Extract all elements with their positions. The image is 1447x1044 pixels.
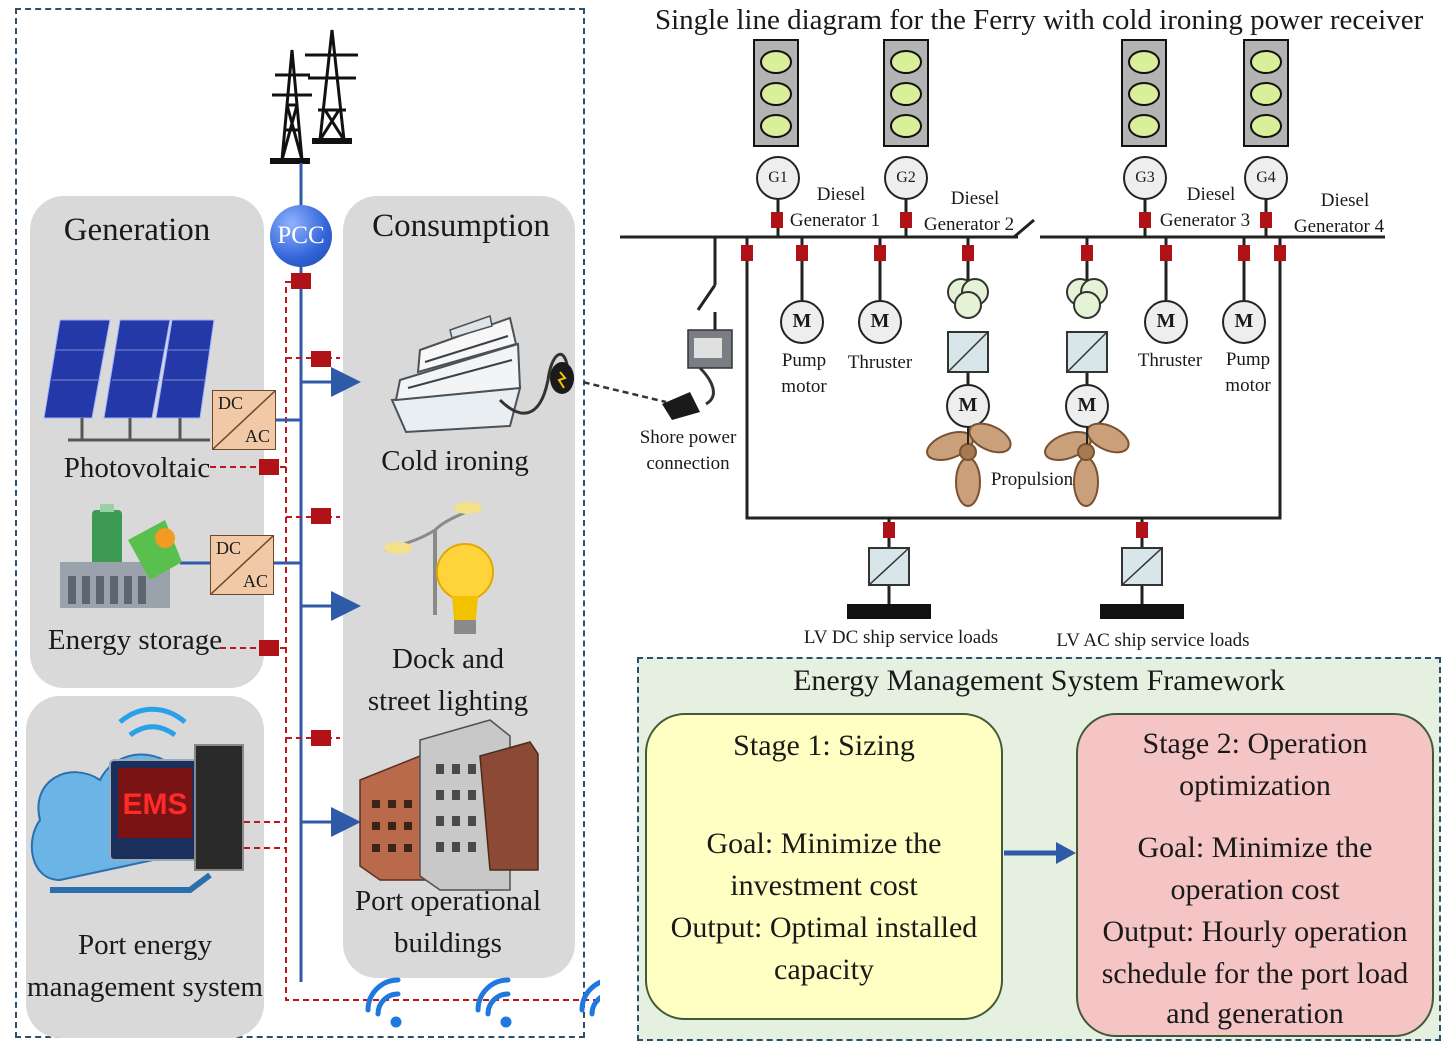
motor-symbol: M (958, 394, 978, 416)
stage-2-box: Stage 2: Operation optimization Goal: Mi… (1076, 713, 1434, 1037)
propeller-icon (926, 422, 1130, 507)
stage-1-box: Stage 1: Sizing Goal: Minimize the inves… (645, 713, 1003, 1020)
shore-power-label: Shore power connection (632, 425, 744, 477)
generator-1-line2: Generator 1 (789, 210, 881, 231)
ems-label-line2: management system (27, 971, 263, 1003)
cold-ironing-label: Cold ironing (381, 445, 529, 477)
port-buildings-icon (359, 719, 539, 891)
energy-storage-label: Energy storage (47, 624, 223, 656)
converter-dc-label: DC (218, 393, 244, 413)
ems-label-line1: Port energy (78, 929, 212, 961)
pump-motor-label-right: Pump motor (1216, 347, 1280, 399)
stage-1-line: capacity (774, 953, 874, 986)
ferry-diagram-title: Single line diagram for the Ferry with c… (655, 4, 1424, 36)
stage-2-line: Goal: Minimize the (1137, 831, 1373, 864)
generator-symbol-g2: G2 (896, 169, 916, 186)
ems-computer-icon (30, 706, 244, 893)
pcc-node: PCC (270, 205, 332, 267)
port-wiring (30, 29, 600, 1028)
wifi-icon (365, 977, 600, 1028)
transformer-icon (947, 278, 1108, 319)
battery-storage-icon (60, 504, 182, 608)
generator-3-line2: Generator 3 (1159, 210, 1251, 231)
pump-motor-line2: motor (1225, 375, 1271, 396)
generator-2-line1: Diesel (950, 188, 1000, 209)
stage-1-title: Stage 1: Sizing (733, 729, 915, 762)
pump-motor-line2: motor (781, 376, 827, 397)
lv-dc-loads-label: LV DC ship service loads (803, 627, 999, 648)
pv-converter: DC AC (212, 390, 276, 450)
stage-2-line: Output: Hourly operation (1102, 915, 1408, 948)
ferry-single-line-diagram (580, 39, 1385, 619)
generator-2-line2: Generator 2 (923, 214, 1015, 235)
generator-symbol-g4: G4 (1256, 169, 1276, 186)
generator-4-line1: Diesel (1320, 190, 1370, 211)
generator-4-line2: Generator 4 (1293, 216, 1385, 237)
stage-2-title-line2: optimization (1179, 769, 1331, 802)
shore-power-line1: Shore power (639, 427, 737, 448)
solar-panel-icon (43, 319, 215, 442)
stage-2-line: operation cost (1170, 873, 1340, 906)
thruster-label-left: Thruster (847, 352, 913, 373)
motor-symbol: M (870, 310, 890, 332)
street-lamp-icon (384, 502, 482, 615)
generator-2-label: Diesel Generator 2 (914, 186, 1024, 238)
pump-motor-label-left: Pump motor (772, 348, 836, 400)
storage-converter: DC AC (210, 535, 274, 595)
ferry-ship-icon (390, 315, 574, 434)
motor-symbol: M (792, 310, 812, 332)
converter-ac-label: AC (244, 426, 270, 446)
generator-3-label: Diesel Generator 3 (1150, 182, 1260, 234)
motor-symbol: M (1077, 394, 1097, 416)
buildings-label-line2: buildings (394, 927, 502, 959)
converter-ac-label: AC (242, 571, 268, 591)
stage-1-line: Output: Optimal installed (670, 911, 978, 944)
generator-1-line1: Diesel (816, 184, 866, 205)
stage-2-line: schedule for the port load (1101, 957, 1409, 990)
stage-1-line: investment cost (730, 869, 918, 902)
converter-dc-label: DC (216, 538, 242, 558)
pump-motor-line1: Pump (781, 350, 827, 371)
generator-symbol-g1: G1 (768, 169, 788, 186)
generator-symbol-g3: G3 (1135, 169, 1155, 186)
stage-1-line: Goal: Minimize the (706, 827, 942, 860)
port-microgrid-frame (15, 8, 585, 1038)
generator-1-label: Diesel Generator 1 (780, 182, 890, 234)
generation-title: Generation (63, 212, 211, 248)
motor-symbol: M (1156, 310, 1176, 332)
photovoltaic-label: Photovoltaic (63, 452, 211, 484)
stage-2-line: and generation (1166, 997, 1344, 1030)
ems-framework-title: Energy Management System Framework (793, 664, 1285, 697)
shore-power-line2: connection (646, 453, 730, 474)
propulsion-label: Propulsion (990, 469, 1074, 490)
lighting-label-line1: Dock and (392, 643, 504, 675)
stage-2-title-line1: Stage 2: Operation (1142, 727, 1368, 760)
light-bulb-icon (436, 543, 494, 634)
lv-ac-loads-label: LV AC ship service loads (1056, 630, 1250, 651)
generator-3-line1: Diesel (1186, 184, 1236, 205)
consumption-title: Consumption (372, 208, 550, 244)
shore-plug-icon (662, 329, 733, 420)
lighting-label-line2: street lighting (367, 685, 529, 717)
transmission-tower-icon (272, 29, 358, 162)
thruster-label-right: Thruster (1137, 350, 1203, 371)
motor-symbol: M (1234, 310, 1254, 332)
buildings-label-line1: Port operational (354, 885, 542, 917)
generator-4-label: Diesel Generator 4 (1284, 188, 1394, 240)
diesel-engine-icon (753, 39, 1289, 147)
stage-arrow (1004, 842, 1076, 864)
ems-icon-text: EMS (122, 788, 188, 821)
pump-motor-line1: Pump (1225, 349, 1271, 370)
